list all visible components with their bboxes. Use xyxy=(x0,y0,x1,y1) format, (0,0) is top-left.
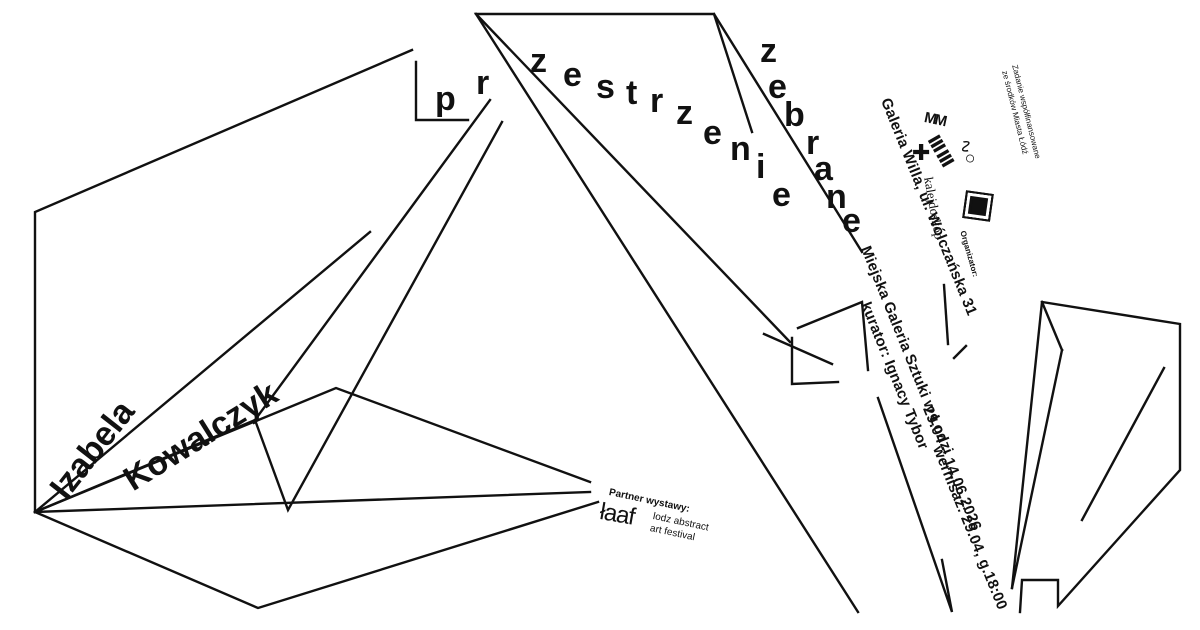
right-shape-inner-2 xyxy=(1010,348,1064,590)
left-shard-1 xyxy=(253,120,504,513)
left-kite-diag xyxy=(33,230,372,514)
title-letter: e xyxy=(842,202,861,240)
bracket-p xyxy=(414,60,470,122)
mid-bracket-top xyxy=(796,300,870,372)
laaf-logo: łaaf xyxy=(597,498,637,531)
title-letter: t xyxy=(626,74,638,112)
title-letter: i xyxy=(756,148,766,186)
top-triangle-inner xyxy=(474,12,792,344)
mm-logo: MM xyxy=(922,109,947,131)
title-letter: n xyxy=(826,178,847,216)
right-shape-stroke xyxy=(1080,366,1166,522)
title-letter: r xyxy=(650,82,664,120)
right-long-shard xyxy=(876,396,954,613)
title-letter: z xyxy=(760,32,777,70)
left-inner-quad xyxy=(33,386,592,514)
left-spoke-2 xyxy=(33,490,592,514)
top-triangle-stroke xyxy=(712,12,754,134)
title-letter: a xyxy=(814,150,833,188)
title-letter: p xyxy=(435,80,456,118)
mid-bracket-bottom xyxy=(790,336,840,386)
left-shard-2 xyxy=(253,98,492,422)
cross-logo-icon: ✚ xyxy=(912,140,931,165)
square-logo-icon xyxy=(962,190,994,222)
title-letter: n xyxy=(730,130,751,168)
title-letter: e xyxy=(703,114,722,152)
top-triangle xyxy=(473,12,864,614)
title-letter: s xyxy=(596,68,615,106)
title-letter: r xyxy=(476,64,490,102)
right-dash-2 xyxy=(952,344,968,360)
title-letter: z xyxy=(530,42,547,80)
right-shape-inner xyxy=(1040,300,1064,352)
title-letter: e xyxy=(768,68,787,106)
right-shape xyxy=(1010,300,1182,614)
title-letter: b xyxy=(784,96,805,134)
mid-dash xyxy=(762,332,834,366)
left-kite-outline xyxy=(33,48,414,514)
right-dash-1 xyxy=(942,283,950,346)
title-letter: e xyxy=(772,176,791,214)
title-letter: z xyxy=(676,94,693,132)
left-lower-quad xyxy=(33,500,600,610)
title-letter: r xyxy=(806,124,820,162)
title-letter: e xyxy=(563,56,582,94)
